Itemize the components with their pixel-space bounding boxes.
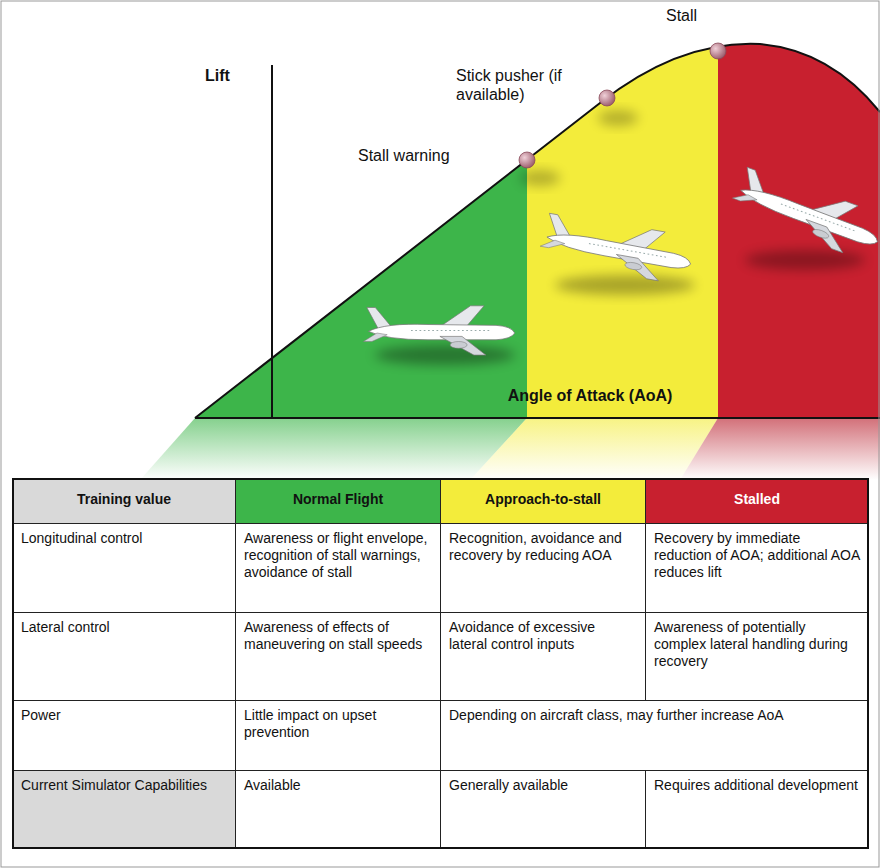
axis-label: Lift xyxy=(205,66,230,85)
table-header-cell: Normal Flight xyxy=(235,478,441,524)
table-cell: Power xyxy=(12,700,236,771)
cell-text: Recognition, avoidance and recovery by r… xyxy=(449,530,637,564)
cell-text: Lateral control xyxy=(21,619,227,636)
table-cell: Recovery by immediate reduction of AOA; … xyxy=(645,523,869,613)
table-cell: Avoidance of excessive lateral control i… xyxy=(440,612,646,701)
table-header-cell: Training value xyxy=(12,478,236,524)
cell-text: Power xyxy=(21,707,227,724)
cell-text: Depending on aircraft class, may further… xyxy=(449,707,860,724)
table-cell: Recognition, avoidance and recovery by r… xyxy=(440,523,646,613)
cell-text: Stalled xyxy=(654,491,860,508)
cell-text: Normal Flight xyxy=(244,491,432,508)
marker-label: Stall xyxy=(666,6,697,25)
table-cell: Generally available xyxy=(440,770,646,849)
cell-text: Training value xyxy=(21,491,227,508)
cell-text: Approach-to-stall xyxy=(449,491,637,508)
table-cell: Available xyxy=(235,770,441,849)
cell-text: Requires additional development xyxy=(654,777,860,794)
table-cell: Awareness of potentially complex lateral… xyxy=(645,612,869,701)
axis-label: Angle of Attack (AoA) xyxy=(450,386,730,405)
cell-text: Generally available xyxy=(449,777,637,794)
cell-text: Awareness of effects of maneuvering on s… xyxy=(244,619,432,653)
cell-text: Avoidance of excessive lateral control i… xyxy=(449,619,637,653)
table-cell: Depending on aircraft class, may further… xyxy=(440,700,869,771)
marker-label: Stick pusher (if available) xyxy=(456,66,581,104)
marker-label: Stall warning xyxy=(358,146,450,165)
table-header-cell: Approach-to-stall xyxy=(440,478,646,524)
table-cell: Longitudinal control xyxy=(12,523,236,613)
table-cell: Current Simulator Capabilities xyxy=(12,770,236,849)
table-header-cell: Stalled xyxy=(645,478,869,524)
cell-text: Awareness of potentially complex lateral… xyxy=(654,619,860,670)
cell-text: Little impact on upset prevention xyxy=(244,707,432,741)
table-cell: Awareness or flight envelope, recognitio… xyxy=(235,523,441,613)
cell-text: Current Simulator Capabilities xyxy=(21,777,227,794)
table-cell: Lateral control xyxy=(12,612,236,701)
cell-text: Available xyxy=(244,777,432,794)
table-cell: Requires additional development xyxy=(645,770,869,849)
table-cell: Little impact on upset prevention xyxy=(235,700,441,771)
cell-text: Recovery by immediate reduction of AOA; … xyxy=(654,530,860,581)
cell-text: Awareness or flight envelope, recognitio… xyxy=(244,530,432,581)
table-cell: Awareness of effects of maneuvering on s… xyxy=(235,612,441,701)
cell-text: Longitudinal control xyxy=(21,530,227,547)
